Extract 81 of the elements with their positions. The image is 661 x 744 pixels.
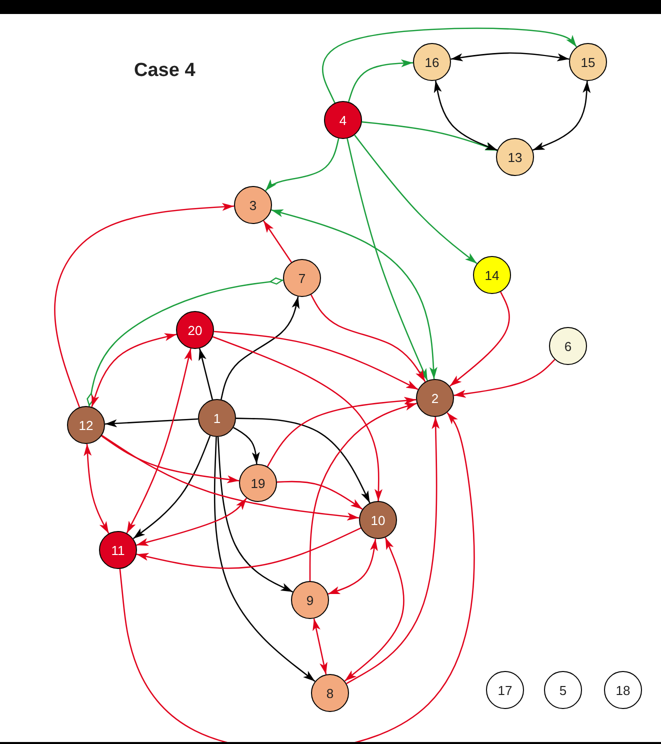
arrow — [449, 292, 510, 387]
arrow — [136, 498, 248, 546]
node-circle — [486, 671, 524, 709]
node-circle — [198, 399, 236, 437]
arrow — [214, 436, 316, 682]
arrow — [348, 59, 414, 102]
arrow — [54, 202, 234, 408]
arrow — [126, 348, 192, 534]
node-label: 9 — [306, 592, 314, 608]
arrow — [454, 359, 556, 398]
node-label: 4 — [339, 112, 347, 128]
node-label: 19 — [250, 476, 266, 490]
node-circle — [604, 671, 642, 709]
node-label: 2 — [431, 390, 439, 406]
node-circle — [67, 406, 105, 444]
arrow — [220, 296, 300, 400]
arrow — [236, 418, 370, 504]
arrow — [104, 418, 198, 428]
arrow — [434, 80, 498, 151]
arrow — [136, 527, 362, 569]
arrow — [346, 416, 440, 684]
node-label: 10 — [370, 512, 386, 528]
node-label: 7 — [298, 270, 306, 286]
arrow — [271, 209, 438, 380]
node-circle — [496, 138, 534, 176]
arrow — [328, 538, 378, 595]
node-label: 6 — [564, 338, 572, 354]
arrow — [276, 480, 363, 510]
arrow — [217, 436, 294, 592]
arrow — [266, 396, 416, 467]
arrow — [344, 537, 404, 682]
node-label: 15 — [580, 54, 596, 70]
arrow — [91, 333, 177, 408]
arrow — [362, 121, 498, 152]
arrow — [119, 412, 475, 742]
node-label: 16 — [424, 54, 440, 70]
arrow — [84, 444, 110, 534]
node-label: 1 — [213, 410, 221, 426]
node-label: 11 — [111, 542, 125, 558]
node-label: 5 — [559, 682, 567, 698]
arrow — [212, 336, 383, 502]
arrow — [263, 220, 292, 263]
diagram-title: Case 4 — [134, 60, 196, 82]
node-circle — [176, 311, 214, 349]
node-label: 17 — [498, 682, 512, 698]
node-label: 13 — [508, 150, 522, 164]
arrow — [102, 434, 360, 521]
node-label: 20 — [188, 322, 202, 338]
node-circle — [544, 671, 582, 709]
arrow — [309, 402, 417, 581]
arrow — [312, 618, 328, 675]
arrow — [233, 426, 260, 464]
node-label: 8 — [326, 686, 334, 700]
node-circle — [549, 327, 587, 365]
node-circle — [416, 379, 454, 417]
arrow — [310, 294, 426, 382]
node-circle — [234, 186, 272, 224]
arrow — [265, 138, 340, 192]
arrow — [214, 330, 418, 390]
arrow — [101, 435, 240, 484]
node-circle — [413, 43, 451, 81]
arrow — [198, 348, 214, 400]
node-circle — [359, 501, 397, 539]
node-circle — [291, 581, 329, 619]
node-circle — [99, 531, 137, 569]
arrow — [354, 134, 478, 264]
node-circle — [239, 464, 277, 502]
node-circle — [311, 674, 349, 712]
arrow — [132, 435, 211, 540]
arrow — [450, 52, 570, 62]
node-label: 14 — [484, 268, 500, 282]
node-circle — [324, 101, 362, 139]
node-circle — [283, 259, 321, 297]
node-circle — [473, 256, 511, 294]
node-circle — [569, 43, 607, 81]
node-label: 3 — [249, 198, 257, 212]
node-label: 18 — [616, 682, 630, 698]
arrow — [322, 28, 578, 104]
arrow — [532, 80, 591, 151]
arrow — [346, 138, 428, 381]
node-label: 12 — [78, 418, 94, 432]
